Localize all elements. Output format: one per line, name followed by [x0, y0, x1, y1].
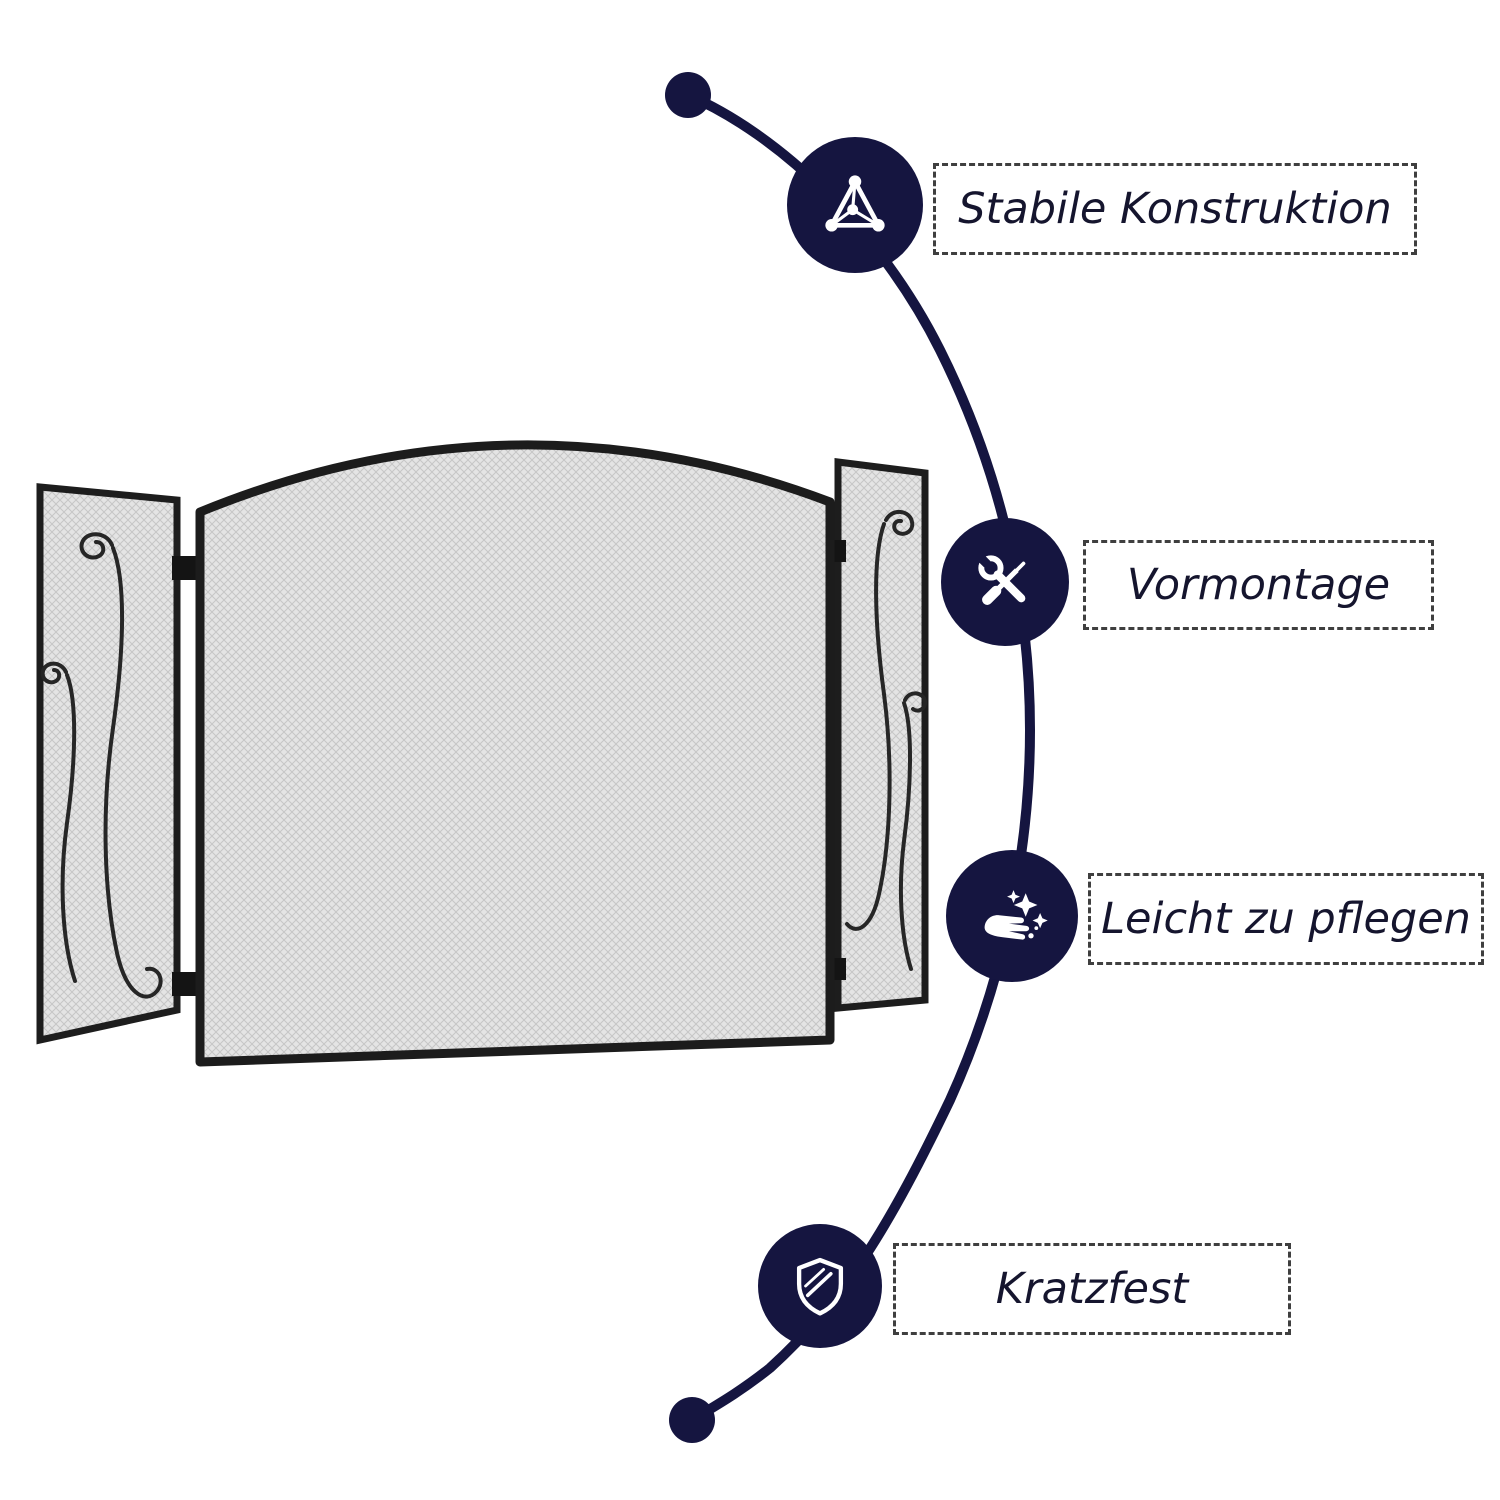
curve-end-dot-top [665, 72, 711, 118]
scratch-proof-shield-icon [796, 1257, 844, 1316]
feature-label-scratch-proof: Kratzfest [893, 1243, 1291, 1335]
curve-end-dot-bottom [669, 1397, 715, 1443]
feature-circle-easy-care [946, 850, 1078, 982]
feature-label-pre-assembly: Vormontage [1083, 540, 1434, 630]
right-panel-scroll-ornament [845, 510, 928, 971]
feature-circle-stable-construction [787, 137, 923, 273]
feature-circle-pre-assembly [941, 518, 1069, 646]
screen-center-panel [195, 440, 835, 1067]
stable-construction-icon [825, 175, 885, 232]
feature-label-stable-construction: Stabile Konstruktion [933, 163, 1417, 255]
pre-assembly-tools-icon [973, 550, 1026, 605]
feature-circle-scratch-proof [758, 1224, 882, 1348]
screen-right-panel [834, 458, 929, 1012]
screen-left-panel [36, 483, 181, 1045]
feature-label-easy-care: Leicht zu pflegen [1088, 873, 1484, 965]
left-panel-scroll-ornament [40, 532, 163, 999]
easy-care-hand-icon [984, 890, 1048, 940]
